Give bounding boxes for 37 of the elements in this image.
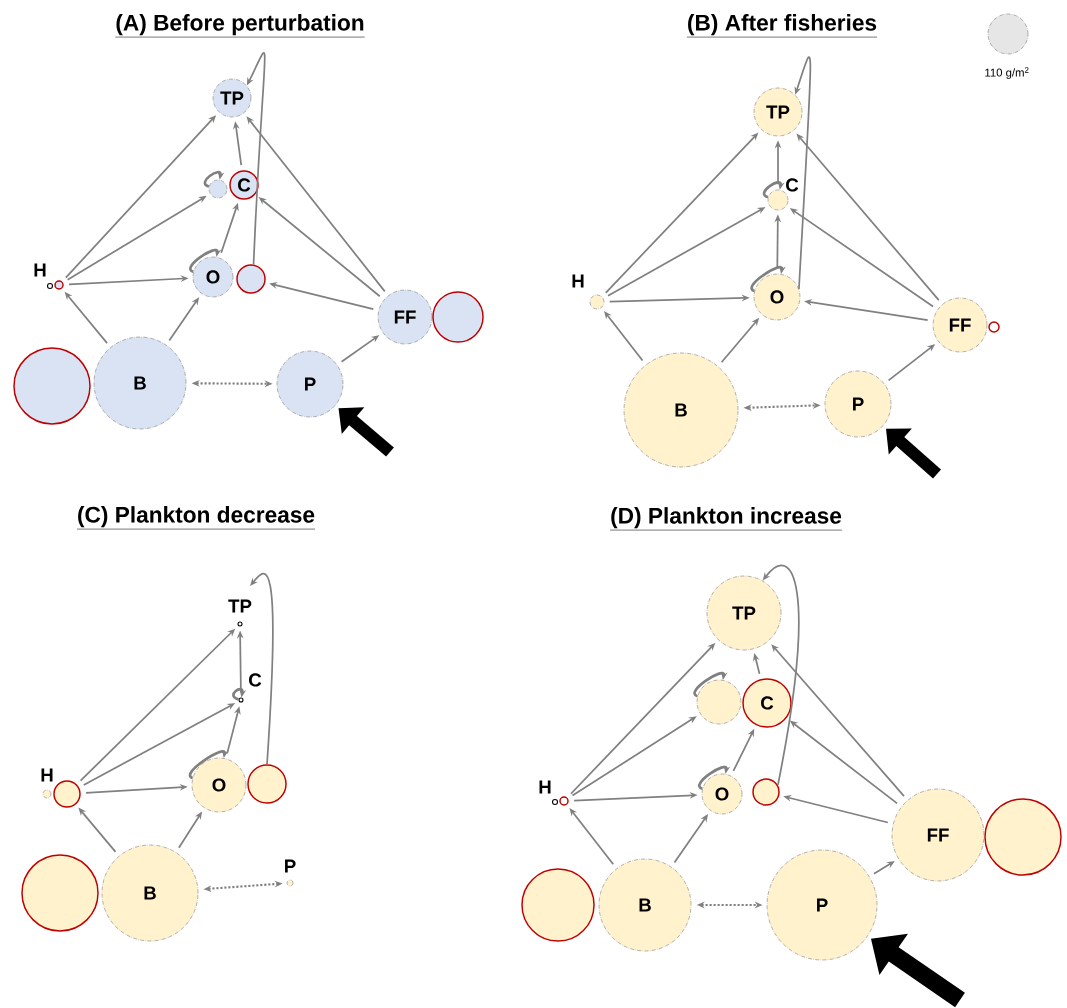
loop-arrow: [203, 171, 225, 188]
arrow: [873, 861, 895, 875]
curved-arrow: [246, 52, 266, 266]
node-label: C: [249, 673, 262, 687]
loop-arrow: [698, 765, 731, 790]
block-arrow: [338, 407, 394, 457]
arrow: [771, 644, 905, 797]
panel-title: (B) After fisheries: [686, 14, 878, 38]
loop-arrow: [232, 687, 247, 701]
loop-arrow: [189, 248, 222, 273]
panel-title: (D) Plankton increase: [609, 507, 843, 531]
outlined-circle: [236, 264, 266, 294]
curved-arrow: [250, 572, 274, 766]
outlined-circle: [752, 778, 780, 806]
loop-arrow: [693, 671, 728, 698]
outlined-circle: [247, 764, 287, 804]
block-arrow: [886, 428, 941, 479]
outlined-circle: [13, 347, 91, 425]
outlined-circle: [984, 798, 1062, 876]
node-label: H: [41, 768, 53, 782]
outlined-circle: [21, 854, 99, 932]
node-label: H: [539, 780, 551, 794]
loop-arrow: [762, 181, 785, 199]
node-label: TP: [228, 599, 252, 613]
outlined-circle: [521, 868, 595, 942]
outlined-circle: [208, 179, 228, 199]
outlined-circle: [696, 679, 742, 725]
curved-arrow: [794, 56, 812, 290]
panel-title: (A) Before perturbation: [115, 14, 365, 38]
legend-label: 110 g/m$^{2}$: [985, 67, 1029, 79]
outlined-circle: [432, 291, 484, 343]
panel-title: (C) Plankton decrease: [76, 506, 316, 530]
node-label: H: [572, 274, 584, 288]
node-label: H: [34, 263, 46, 277]
node-label: C: [786, 178, 799, 192]
outlined-circle: [53, 780, 81, 808]
node-label: P: [285, 859, 296, 873]
